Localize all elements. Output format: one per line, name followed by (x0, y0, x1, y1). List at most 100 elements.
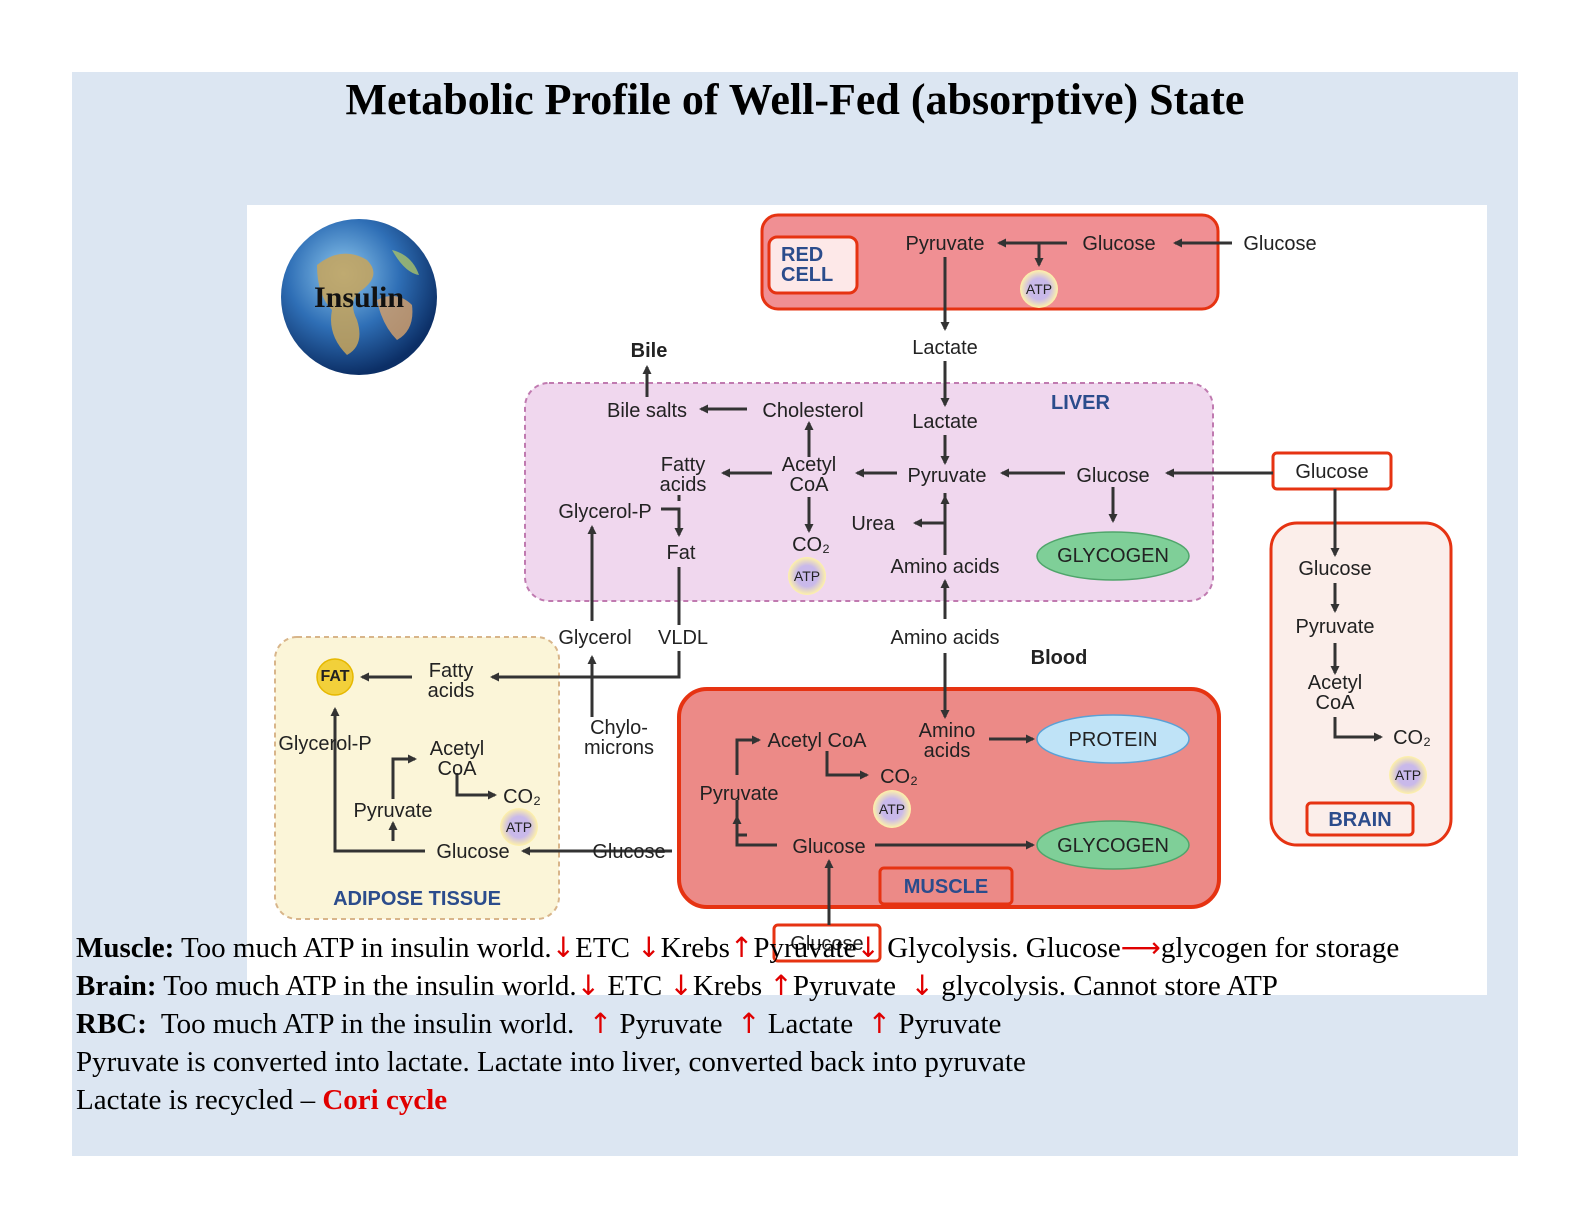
liver-pyruvate: Pyruvate (907, 465, 987, 487)
adipose-glycerol-p: Glycerol-P (278, 733, 372, 755)
note-rbc-pyruvate-2: Pyruvate (898, 1008, 1002, 1040)
note-rbc-head: RBC: (76, 1008, 147, 1040)
note-muscle: Muscle: Too much ATP in insulin world.↓E… (76, 934, 1516, 963)
brain-label: BRAIN (1328, 809, 1392, 831)
liver-urea: Urea (851, 513, 895, 535)
red-cell-glucose: Glucose (1082, 233, 1156, 255)
slide: Metabolic Profile of Well-Fed (absorptiv… (72, 72, 1518, 1156)
glucose-box-blood (1271, 451, 1393, 491)
brain-acetyl-coa: Acetyl CoA (1307, 672, 1363, 714)
note-rbc-lactate: Lactate (767, 1008, 854, 1040)
note-brain: Brain: Too much ATP in the insulin world… (76, 972, 1516, 1001)
liver-amino-acids: Amino acids (890, 556, 1000, 578)
muscle-atp-shape (873, 790, 911, 828)
adipose-fatty-acids: Fatty acids (427, 660, 475, 702)
red-cell-glucose-blood: Glucose (1243, 233, 1317, 255)
up-arrow-icon: ↑ (769, 969, 793, 1002)
brain-atp: ATP (1394, 767, 1422, 783)
muscle-atp: ATP (878, 801, 906, 817)
liver-bile-salts: Bile salts (606, 400, 688, 422)
note-brain-head: Brain: (76, 970, 157, 1002)
fat-shape (316, 658, 354, 696)
liver-label: LIVER (1051, 392, 1110, 414)
red-cell-atp-shape (1020, 270, 1058, 308)
muscle-glycogen: GLYCOGEN (1057, 835, 1169, 857)
liver-atp: ATP (793, 568, 821, 584)
adipose-fat: FAT (320, 668, 350, 685)
brain-co2: CO₂ (1393, 727, 1431, 749)
note-line4: Pyruvate is converted into lactate. Lact… (76, 1046, 1026, 1078)
up-arrow-icon: ↑ (729, 931, 754, 964)
down-arrow-icon: ↓ (910, 969, 934, 1002)
down-arrow-icon: ↓ (576, 969, 601, 1002)
page-title: Metabolic Profile of Well-Fed (absorptiv… (345, 75, 1245, 124)
protein-shape (1036, 714, 1190, 764)
blood-glycerol: Glycerol (558, 627, 632, 649)
adipose-compartment (274, 636, 560, 920)
note-brain-etc: ETC (607, 970, 663, 1002)
diagram-shapes (274, 213, 1453, 963)
bile-label: Bile (630, 340, 668, 362)
liver-glycogen: GLYCOGEN (1057, 545, 1169, 567)
liver-fatty-acids: Fatty acids (659, 454, 707, 496)
muscle-amino-acids: Amino acids (918, 720, 976, 762)
brain-label-box (1305, 801, 1415, 837)
liver-acetyl-coa: Acetyl CoA (781, 454, 837, 496)
muscle-protein: PROTEIN (1068, 729, 1158, 751)
note-line5-text: Lactate is recycled – (76, 1084, 323, 1116)
adipose-acetyl-coa: Acetyl CoA (429, 738, 485, 780)
brain-atp-shape (1389, 756, 1427, 794)
note-rbc: RBC: Too much ATP in the insulin world. … (76, 1010, 1516, 1039)
note-brain-pyruvate: Pyruvate (792, 970, 896, 1002)
pathway-arrows (330, 238, 1383, 925)
note-muscle-glycolysis: Glycolysis. Glucose (887, 932, 1121, 964)
adipose-glucose: Glucose (436, 841, 510, 863)
adipose-label: ADIPOSE TISSUE (333, 888, 501, 910)
liver-co2: CO₂ (792, 534, 830, 556)
down-arrow-icon: ↓ (669, 969, 693, 1002)
up-arrow-icon: ↑ (867, 1007, 892, 1040)
red-cell-label-box (767, 235, 859, 295)
blood-glucose-adipose: Glucose (592, 841, 666, 863)
liver-atp-shape (788, 557, 826, 595)
note-muscle-head: Muscle: (76, 932, 175, 964)
note-muscle-etc: ETC (575, 932, 630, 964)
muscle-glycogen-shape (1036, 820, 1190, 870)
note-rbc-text: Too much ATP in the insulin world. (160, 1008, 575, 1040)
note-brain-glycolysis: glycolysis. Cannot store ATP (941, 970, 1278, 1002)
up-arrow-icon: ↑ (588, 1007, 613, 1040)
brain-glucose: Glucose (1298, 558, 1372, 580)
globe-label: Insulin (313, 281, 405, 314)
lactate-blood: Lactate (912, 337, 978, 359)
blood-label: Blood (1030, 647, 1088, 669)
adipose-atp: ATP (505, 819, 533, 835)
note-muscle-krebs: Krebs (660, 932, 730, 964)
liver-glycogen-shape (1036, 531, 1190, 581)
muscle-acetyl-coa: Acetyl CoA (767, 730, 867, 752)
brain-pyruvate: Pyruvate (1295, 616, 1375, 638)
blood-chylomicrons: Chylo- microns (583, 717, 654, 759)
note-line5: Lactate is recycled – Cori cycle (76, 1086, 1516, 1115)
adipose-co2: CO₂ (503, 786, 541, 808)
liver-cholesterol: Cholesterol (762, 400, 864, 422)
down-arrow-icon: ↓ (551, 931, 576, 964)
right-arrow-icon: ⟶ (1120, 931, 1161, 964)
globe-icon (281, 219, 437, 375)
adipose-pyruvate: Pyruvate (353, 800, 433, 822)
red-cell-atp: ATP (1025, 281, 1053, 297)
note-muscle-text: Too much ATP in insulin world. (180, 932, 552, 964)
red-cell-label: RED CELL (781, 244, 834, 286)
down-arrow-icon: ↓ (856, 931, 880, 964)
up-arrow-icon: ↑ (737, 1007, 761, 1040)
metabolic-diagram: Insulin RED CELL Pyruvate Glucose Glucos… (247, 205, 1487, 995)
blood-glucose-muscle-box: Glucose (790, 933, 864, 955)
blood-amino-acids: Amino acids (890, 627, 1000, 649)
note-rbc-pyruvate: Pyruvate (619, 1008, 723, 1040)
note-brain-text: Too much ATP in the insulin world. (163, 970, 577, 1002)
note-brain-krebs: Krebs (692, 970, 763, 1002)
muscle-pyruvate: Pyruvate (699, 783, 779, 805)
liver-glucose: Glucose (1076, 465, 1150, 487)
liver-fat: Fat (666, 542, 696, 564)
liver-compartment (524, 382, 1214, 602)
blood-glucose-box: Glucose (1295, 461, 1369, 483)
